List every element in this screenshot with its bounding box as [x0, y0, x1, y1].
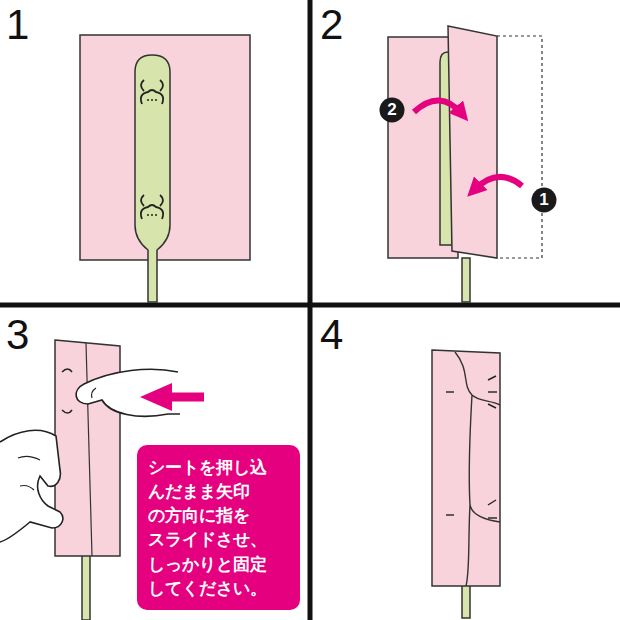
fold-arrow	[474, 177, 522, 190]
step-number: 2	[320, 4, 343, 46]
crease	[455, 352, 500, 586]
press-marks	[446, 376, 497, 518]
fixed-sheet	[432, 350, 500, 586]
paddle-stick	[462, 585, 470, 618]
callout-number: 2	[379, 97, 405, 123]
instruction-text: シートを押し込 んだまま矢印 の方向に指を スライドさせ、 しっかりと固定 して…	[148, 455, 289, 600]
folded-flap	[448, 26, 497, 258]
dots	[147, 99, 157, 216]
paddle-stick	[462, 258, 470, 302]
nose-marker	[62, 369, 72, 413]
circle-fill	[532, 188, 557, 213]
step-circle: 2	[379, 97, 405, 123]
paddle-stick	[82, 555, 90, 620]
right-hand	[76, 369, 180, 416]
divider	[308, 0, 313, 620]
step-number: 4	[320, 314, 343, 356]
left-hand	[0, 430, 63, 542]
slide-arrow	[170, 393, 204, 402]
fold-arrow	[414, 100, 462, 114]
nose-marker	[141, 80, 163, 219]
fold-outline	[497, 36, 542, 258]
folded-sheet	[55, 340, 120, 556]
step-circle: 1	[531, 187, 557, 213]
finger-lines	[18, 456, 40, 490]
pink-sheet	[388, 37, 458, 258]
circle-fill	[380, 98, 405, 123]
slide-arrow	[140, 383, 172, 411]
step-number: 1	[6, 4, 29, 46]
thumbnail	[92, 388, 97, 398]
callout-number: 1	[531, 187, 557, 213]
instruction-callout: シートを押し込 んだまま矢印 の方向に指を スライドさせ、 しっかりと固定 して…	[137, 445, 300, 610]
divider	[0, 303, 620, 308]
fold-line	[86, 343, 92, 556]
paddle	[135, 55, 170, 302]
step-number: 3	[6, 314, 29, 356]
